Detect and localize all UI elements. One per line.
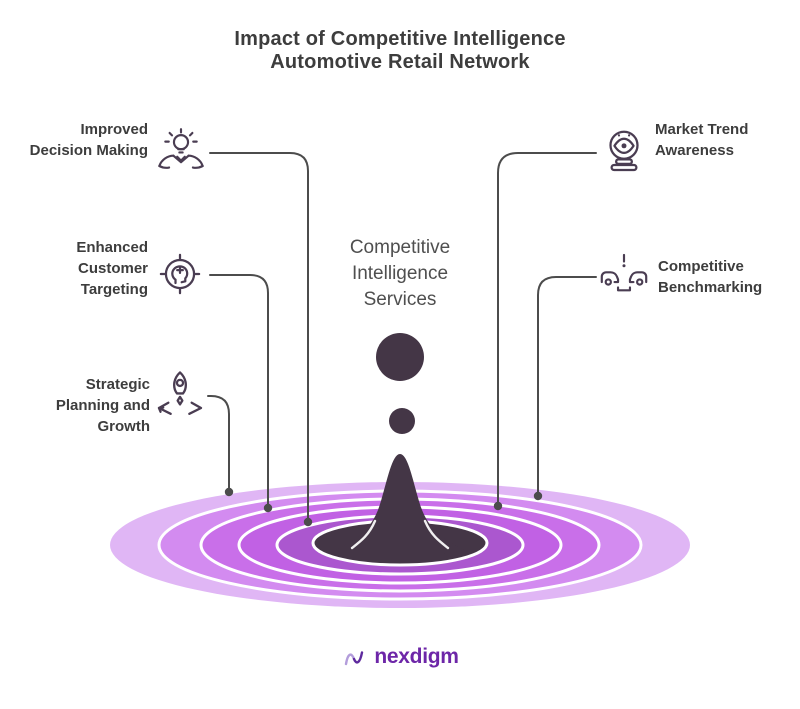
connector-market-trend [497, 152, 597, 505]
item-label-enhanced-customer-targeting: Enhanced Customer Targeting [76, 239, 148, 298]
item-label-competitive-benchmarking: Competitive Benchmarking [658, 258, 763, 296]
nexdigm-logo-text: nexdigm [374, 645, 459, 668]
car-comparison-icon [600, 253, 648, 292]
item-label-market-trend-awareness: Market Trend Awareness [655, 121, 749, 159]
connector-benchmarking [537, 276, 597, 495]
connector-dots [224, 487, 543, 527]
connector-lines [207, 152, 597, 521]
customer-target-icon [159, 253, 201, 295]
water-splash [336, 333, 464, 557]
center-label: Competitive Intelligence Services [349, 237, 451, 310]
rocket-launch-icon [157, 371, 203, 415]
water-droplet-small [389, 408, 415, 434]
title-line-2: Automotive Retail Network [270, 51, 530, 73]
item-label-strategic-planning-growth: Strategic Planning and Growth [55, 376, 150, 435]
item-label-improved-decision-making: Improved Decision Making [29, 121, 148, 159]
nexdigm-logo: nexdigm [0, 644, 800, 670]
connector-customer-targeting [209, 274, 269, 507]
idea-person-icon [158, 128, 204, 169]
water-droplet-large [376, 333, 424, 381]
title-line-1: Impact of Competitive Intelligence [234, 28, 566, 50]
connector-improved-decision [209, 152, 309, 521]
connector-strategic-planning [207, 395, 230, 491]
crystal-ball-icon [609, 130, 639, 172]
nexdigm-logo-mark [345, 651, 364, 666]
infographic-title: Impact of Competitive Intelligence Autom… [0, 28, 800, 74]
